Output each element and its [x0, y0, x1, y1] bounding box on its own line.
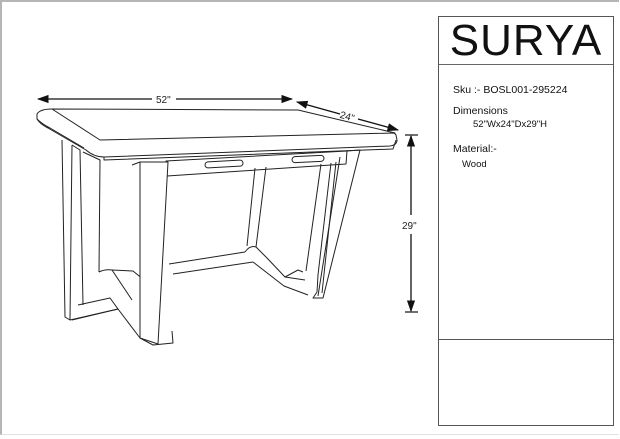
brand-logo: SURYA [439, 17, 613, 65]
dimensions-label: Dimensions [453, 105, 508, 117]
desk-outline [36, 108, 398, 346]
material-value: Wood [462, 159, 487, 170]
title-block: SURYA Sku :- BOSL001-295224 Dimensions 5… [438, 16, 614, 426]
notes-box [439, 339, 613, 426]
height-dimension-label: 29" [402, 221, 417, 232]
material-label: Material:- [453, 143, 497, 155]
height-dimension: 29" [402, 134, 418, 313]
sku-text: Sku :- BOSL001-295224 [453, 84, 568, 96]
width-dimension-label: 52" [156, 95, 171, 106]
dimensions-value: 52"Wx24"Dx29"H [473, 119, 548, 130]
width-dimension: 52" [36, 94, 294, 106]
product-details: Sku :- BOSL001-295224 Dimensions 52"Wx24… [439, 65, 613, 339]
